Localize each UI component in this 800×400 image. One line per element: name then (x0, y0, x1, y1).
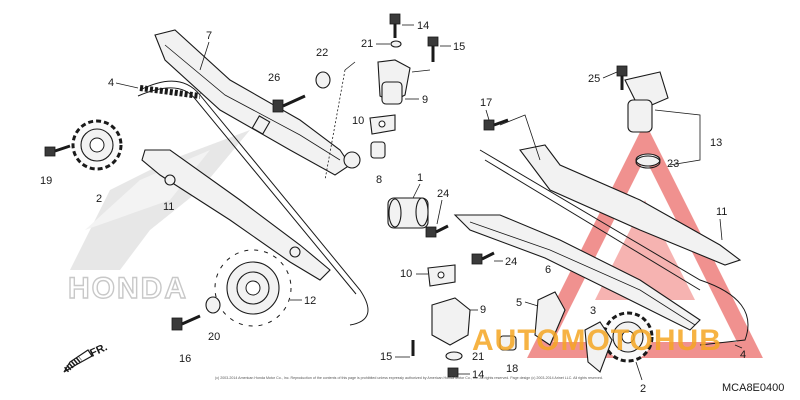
callout-12: 12 (304, 295, 316, 307)
callout-22: 22 (316, 47, 328, 59)
callout-9-top: 9 (422, 94, 428, 106)
callout-24-upper: 24 (437, 188, 449, 200)
sprocket-2-left (71, 119, 123, 171)
automotohub-watermark-text: AUTOMOTOHUB (472, 324, 722, 357)
callout-15-top: 15 (453, 41, 465, 53)
callout-16: 16 (179, 353, 191, 365)
washer-21-lower (445, 351, 463, 361)
chain-guide-11-right (519, 144, 742, 266)
callout-14-top: 14 (417, 20, 429, 32)
callout-18: 18 (506, 363, 518, 375)
callout-4-right: 4 (740, 349, 746, 361)
pump-1 (387, 197, 429, 229)
tensioner-lifter-9-lower (431, 297, 471, 346)
tensioner-slipper-7 (154, 29, 361, 176)
callout-14-lower: 14 (472, 369, 484, 381)
washer-20 (205, 296, 221, 314)
bolt-24-lower (471, 251, 495, 265)
bolt-25 (616, 65, 628, 90)
callout-7: 7 (206, 30, 212, 42)
washer-21-top (390, 40, 402, 48)
bolt-14-lower (447, 367, 459, 378)
o-ring-23 (635, 155, 661, 169)
idler-wheel-12 (214, 249, 292, 327)
callout-10-top: 10 (352, 115, 364, 127)
bolt-24-upper (425, 224, 449, 238)
callout-15-lower: 15 (380, 351, 392, 363)
tensioner-slipper-6 (453, 214, 701, 331)
callout-8: 8 (376, 174, 382, 186)
callout-17: 17 (480, 97, 492, 109)
callout-23: 23 (667, 158, 679, 170)
reference-lines (324, 61, 701, 181)
copyright-notice: (c) 2003-2014 American Honda Motor Co., … (215, 376, 603, 380)
callout-1: 1 (417, 172, 423, 184)
plate-3 (584, 321, 613, 373)
chain-guide-11-left (141, 149, 331, 281)
bolt-18 (499, 335, 517, 351)
callout-5: 5 (516, 297, 522, 309)
plate-5 (534, 291, 566, 346)
callout-2-right: 2 (640, 383, 646, 395)
bolt-16 (171, 314, 201, 331)
bolt-17 (483, 118, 509, 131)
washer-22 (315, 71, 331, 89)
diagram-code: MCA8E0400 (722, 382, 784, 394)
cam-chain-4 (137, 80, 369, 326)
callout-2: 2 (96, 193, 102, 205)
sensor-13 (624, 71, 669, 167)
callout-24-lower: 24 (505, 256, 517, 268)
honda-watermark-text: HONDA (68, 272, 188, 305)
bolt-26 (272, 94, 306, 113)
callout-11-right: 11 (716, 206, 727, 218)
bolt-19 (44, 144, 71, 157)
bolt-15-top (427, 36, 439, 62)
sprocket-2-right (602, 311, 654, 363)
callout-4: 4 (108, 77, 114, 89)
callout-9-lower: 9 (480, 304, 486, 316)
gasket-10-top (369, 114, 396, 135)
tensioner-lifter-9-top (377, 59, 411, 105)
callout-19: 19 (40, 175, 52, 187)
front-direction-label: FR. (88, 341, 109, 359)
callout-20: 20 (208, 331, 220, 343)
collar-8 (370, 141, 386, 159)
callout-21-top: 21 (361, 38, 373, 50)
bolt-14-top (389, 13, 401, 38)
callout-3: 3 (590, 305, 596, 317)
front-direction-arrow (63, 349, 93, 373)
callout-21-lower: 21 (472, 351, 484, 363)
callout-6: 6 (545, 264, 551, 276)
callout-25: 25 (588, 73, 600, 85)
callout-11: 11 (163, 201, 174, 213)
callout-26: 26 (268, 72, 280, 84)
callout-10-lower: 10 (400, 268, 412, 280)
gasket-10-lower (427, 264, 456, 287)
cam-chain-4-right (479, 149, 749, 346)
callout-13: 13 (710, 137, 722, 149)
